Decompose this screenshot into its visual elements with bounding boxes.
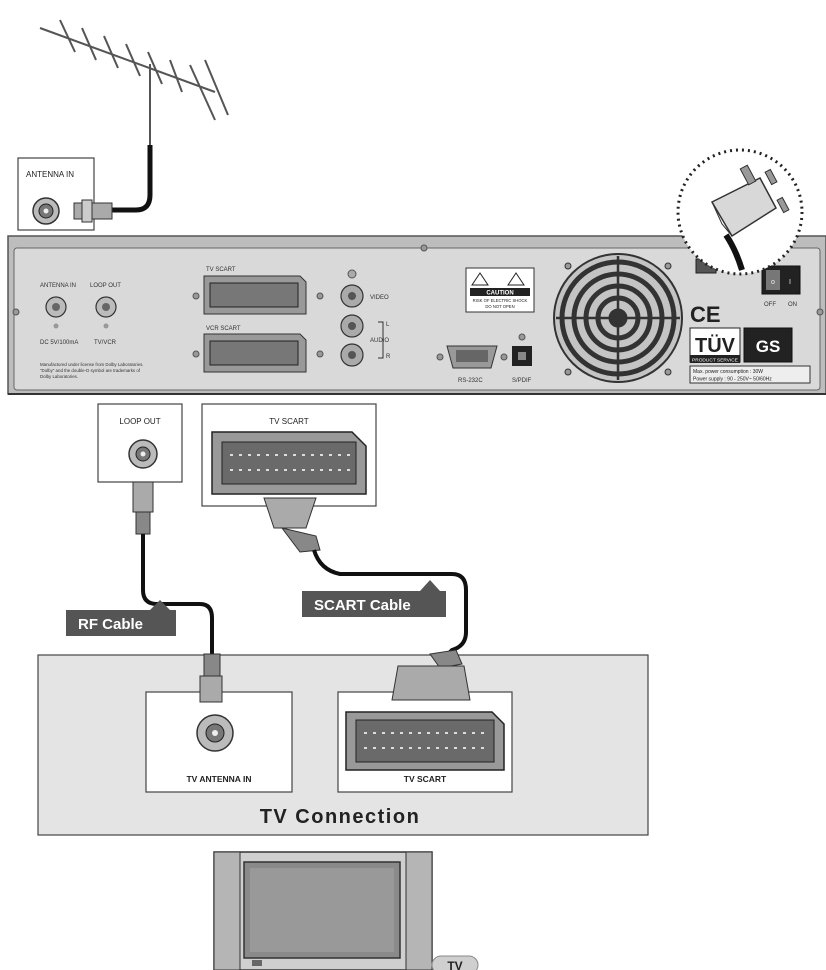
panel-rs232c-port (436, 345, 508, 369)
tv-scart-in-box: TV SCART (337, 691, 513, 793)
power-rating-label: Max. power consumption : 30W Power suppl… (689, 365, 811, 384)
tuv-mark: TÜV PRODUCT SERVICE (689, 327, 741, 364)
television-icon (213, 851, 433, 970)
panel-tv-scart-label: TV SCART (206, 267, 236, 273)
scart-cable-tag: SCART Cable (302, 580, 446, 617)
panel-rca-jacks (340, 269, 384, 367)
tv-scart-box-label: TV SCART (269, 417, 309, 426)
panel-tvvcr-label: TV/VCR (94, 340, 117, 346)
power-plug-icon (710, 164, 790, 238)
rf-cable-tag: RF Cable (66, 600, 176, 636)
panel-spdif-port (512, 333, 532, 366)
scart-cable (312, 549, 468, 656)
switch-off-label: OFF (764, 302, 776, 308)
caution-sub-2: DO NOT OPEN (485, 304, 514, 309)
dolby-note-2: "Dolby" and the double-D symbol are trad… (40, 368, 141, 373)
warning-triangle-icon-2 (507, 272, 525, 286)
ce-mark: CE (690, 302, 721, 327)
tv-connection-title: TV Connection (260, 806, 421, 828)
dolby-note-1: Manufactured under license from Dolby La… (40, 362, 143, 367)
rf-cable-label: RF Cable (78, 616, 143, 633)
antenna-in-box: ANTENNA IN (17, 157, 113, 231)
caution-sub-1: RISK OF ELECTRIC SHOCK (473, 298, 528, 303)
tv-scart-in-label: TV SCART (404, 774, 447, 784)
panel-audio-l-label: L (386, 322, 390, 328)
panel-dc-label: DC 5V/100mA (40, 340, 78, 346)
scart-cable-label: SCART Cable (314, 597, 411, 614)
panel-loop-out-label: LOOP OUT (90, 283, 121, 289)
tv-tag-label: TV (447, 959, 462, 970)
tv-antenna-icon (39, 19, 229, 145)
panel-antenna-in-label: ANTENNA IN (40, 283, 76, 289)
panel-audio-r-label: R (386, 354, 391, 360)
rf-plug-bottom (199, 653, 223, 703)
loop-out-box: LOOP OUT (97, 403, 183, 483)
caution-label: CAUTION RISK OF ELECTRIC SHOCK DO NOT OP… (465, 267, 535, 313)
rf-cable (141, 534, 214, 660)
scart-plug-top (263, 497, 321, 553)
panel-rs232c-label: RS-232C (458, 378, 483, 384)
switch-on-label: ON (788, 302, 797, 308)
panel-tv-scart-port (192, 275, 324, 315)
tv-connection-panel: TV ANTENNA IN TV SCART TV Connection (37, 649, 649, 836)
switch-i-mark: I (789, 279, 791, 286)
cooling-fan-icon (553, 253, 683, 383)
power-plug-callout (676, 148, 804, 276)
panel-antenna-in-connector (45, 296, 67, 329)
tv-tag: TV (431, 955, 479, 970)
panel-spdif-label: S/PDIF (512, 378, 532, 384)
rf-plug-top (132, 481, 154, 535)
tv-antenna-in-box: TV ANTENNA IN (145, 691, 293, 793)
scart-plug-bottom (391, 649, 471, 701)
gs-text: GS (756, 337, 781, 356)
loop-out-box-label: LOOP OUT (119, 417, 160, 426)
switch-o-mark: o (771, 279, 775, 286)
tv-scart-box: TV SCART (201, 403, 377, 507)
tuv-text: TÜV (695, 334, 736, 357)
tuv-sub: PRODUCT SERVICE (692, 358, 738, 364)
gs-mark: GS (743, 327, 793, 363)
panel-audio-label: AUDIO (370, 338, 389, 344)
tv-antenna-in-label: TV ANTENNA IN (186, 774, 251, 784)
antenna-cable (112, 145, 153, 213)
receiver-rear-panel: ANTENNA IN LOOP OUT DC 5V/100mA TV/VCR M… (7, 235, 826, 395)
panel-loop-out-connector (95, 296, 117, 329)
caution-text: CAUTION (486, 291, 513, 297)
panel-video-label: VIDEO (370, 295, 389, 301)
power-supply-text: Power supply : 90 - 250V~ 50/60Hz (693, 377, 772, 383)
panel-vcr-scart-port (192, 333, 324, 373)
antenna-in-box-label: ANTENNA IN (26, 170, 74, 179)
panel-vcr-scart-label: VCR SCART (206, 326, 241, 332)
power-consumption-text: Max. power consumption : 30W (693, 369, 763, 375)
warning-triangle-icon (471, 272, 489, 286)
dolby-note-3: Dolby Laboratories. (40, 374, 78, 379)
